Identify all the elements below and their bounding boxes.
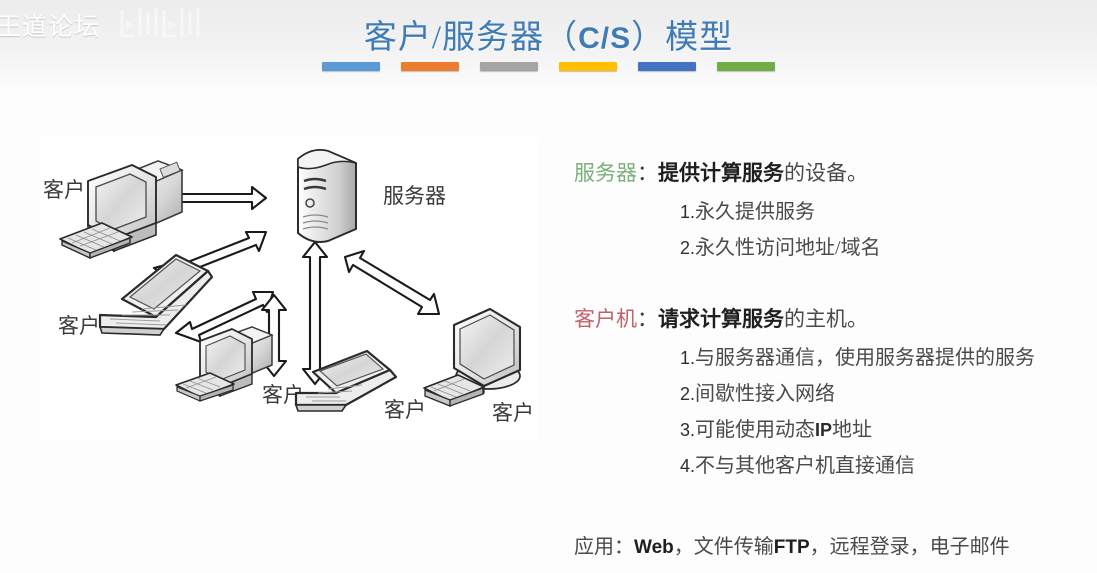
- server-headline: 服务器：提供计算服务的设备。: [574, 158, 1084, 188]
- accent-bar-green: [717, 62, 775, 71]
- client-rest: 的主机。: [784, 307, 868, 331]
- client-item-1-text: 与服务器通信，使用服务器提供的服务: [695, 347, 1036, 369]
- accent-bar-orange: [401, 62, 459, 71]
- node-laptop-2: [294, 349, 398, 412]
- section-gap: [574, 270, 1084, 304]
- diagram-client-label-4: 客户: [384, 398, 426, 422]
- accent-bar-gray: [480, 62, 538, 71]
- watermark-text: 王道论坛: [0, 13, 101, 41]
- title-part1: 客户/服务器（: [363, 20, 579, 56]
- watermark: 王道论坛: [0, 2, 215, 48]
- client-item-3-pre: 可能使用动态: [695, 419, 816, 441]
- diagram-server-label: 服务器: [383, 184, 446, 208]
- content-column: 服务器：提供计算服务的设备。 1.永久提供服务 2.永久性访问地址/域名 客户机…: [574, 158, 1084, 488]
- list-item: 1.永久提供服务: [680, 194, 1084, 230]
- apply-ftp: FTP: [773, 537, 810, 558]
- server-item-2-num: 2.: [680, 238, 696, 258]
- client-item-3-ascii: IP: [815, 420, 833, 440]
- server-bold-phrase: 提供计算服务: [658, 161, 784, 185]
- server-colon: ：: [637, 161, 658, 185]
- list-item: 4.不与其他客户机直接通信: [680, 448, 1084, 484]
- diagram-client-label-5: 客户: [492, 401, 534, 425]
- server-item-1-num: 1.: [680, 202, 696, 222]
- client-bold-phrase: 请求计算服务: [658, 307, 784, 331]
- diagram-client-label-2: 客户: [58, 314, 100, 338]
- apply-web: Web: [634, 537, 674, 558]
- node-desktop-pc-1: [59, 160, 184, 260]
- server-block: 服务器：提供计算服务的设备。 1.永久提供服务 2.永久性访问地址/域名: [574, 158, 1084, 266]
- client-item-list: 1.与服务器通信，使用服务器提供的服务 2.间歇性接入网络 3.可能使用动态IP…: [574, 340, 1084, 484]
- title-cs: C/S: [578, 22, 632, 55]
- client-term: 客户机: [574, 307, 637, 331]
- server-item-list: 1.永久提供服务 2.永久性访问地址/域名: [574, 194, 1084, 266]
- node-laptop-1: [98, 253, 214, 336]
- apply-sep2: ，远程登录，电子邮件: [809, 536, 1010, 558]
- list-item: 2.间歇性接入网络: [680, 376, 1084, 412]
- diagram-client-label-1: 客户: [43, 178, 85, 202]
- title-part2: ）模型: [631, 20, 734, 56]
- node-server: [297, 149, 357, 243]
- client-item-4-text: 不与其他客户机直接通信: [695, 455, 916, 477]
- client-headline: 客户机：请求计算服务的主机。: [574, 304, 1084, 334]
- accent-bar-blue: [322, 62, 380, 71]
- client-block: 客户机：请求计算服务的主机。 1.与服务器通信，使用服务器提供的服务 2.间歇性…: [574, 304, 1084, 484]
- header-band: [0, 0, 1097, 86]
- client-item-1-num: 1.: [680, 348, 696, 368]
- server-term: 服务器: [574, 161, 637, 185]
- apply-label: 应用：: [574, 536, 634, 558]
- apply-sep1: ，文件传输: [673, 536, 774, 558]
- server-rest: 的设备。: [784, 161, 868, 185]
- node-monitor: [423, 307, 522, 407]
- title-accent-bars: [0, 62, 1097, 71]
- list-item: 1.与服务器通信，使用服务器提供的服务: [680, 340, 1084, 376]
- node-desktop-pc-2: [175, 326, 274, 402]
- server-item-1-text: 永久提供服务: [695, 201, 816, 223]
- client-item-2-text: 间歇性接入网络: [695, 383, 836, 405]
- slide-title: 客户/服务器（C/S）模型: [0, 10, 1097, 58]
- list-item: 2.永久性访问地址/域名: [680, 230, 1084, 266]
- client-colon: ：: [637, 307, 658, 331]
- list-item: 3.可能使用动态IP地址: [680, 412, 1084, 448]
- bilibili-logo-icon: [112, 2, 208, 49]
- client-item-3-num: 3.: [680, 420, 696, 440]
- server-item-2-text: 永久性访问地址/域名: [695, 237, 881, 259]
- accent-bar-dark-blue: [638, 62, 696, 71]
- application-line: 应用：Web，文件传输FTP，远程登录，电子邮件: [574, 530, 1010, 559]
- accent-bar-yellow: [559, 62, 617, 71]
- client-item-2-num: 2.: [680, 384, 696, 404]
- client-server-diagram: 客户 服务器: [40, 137, 538, 440]
- client-item-3-post: 地址: [832, 419, 873, 441]
- client-item-4-num: 4.: [680, 456, 696, 476]
